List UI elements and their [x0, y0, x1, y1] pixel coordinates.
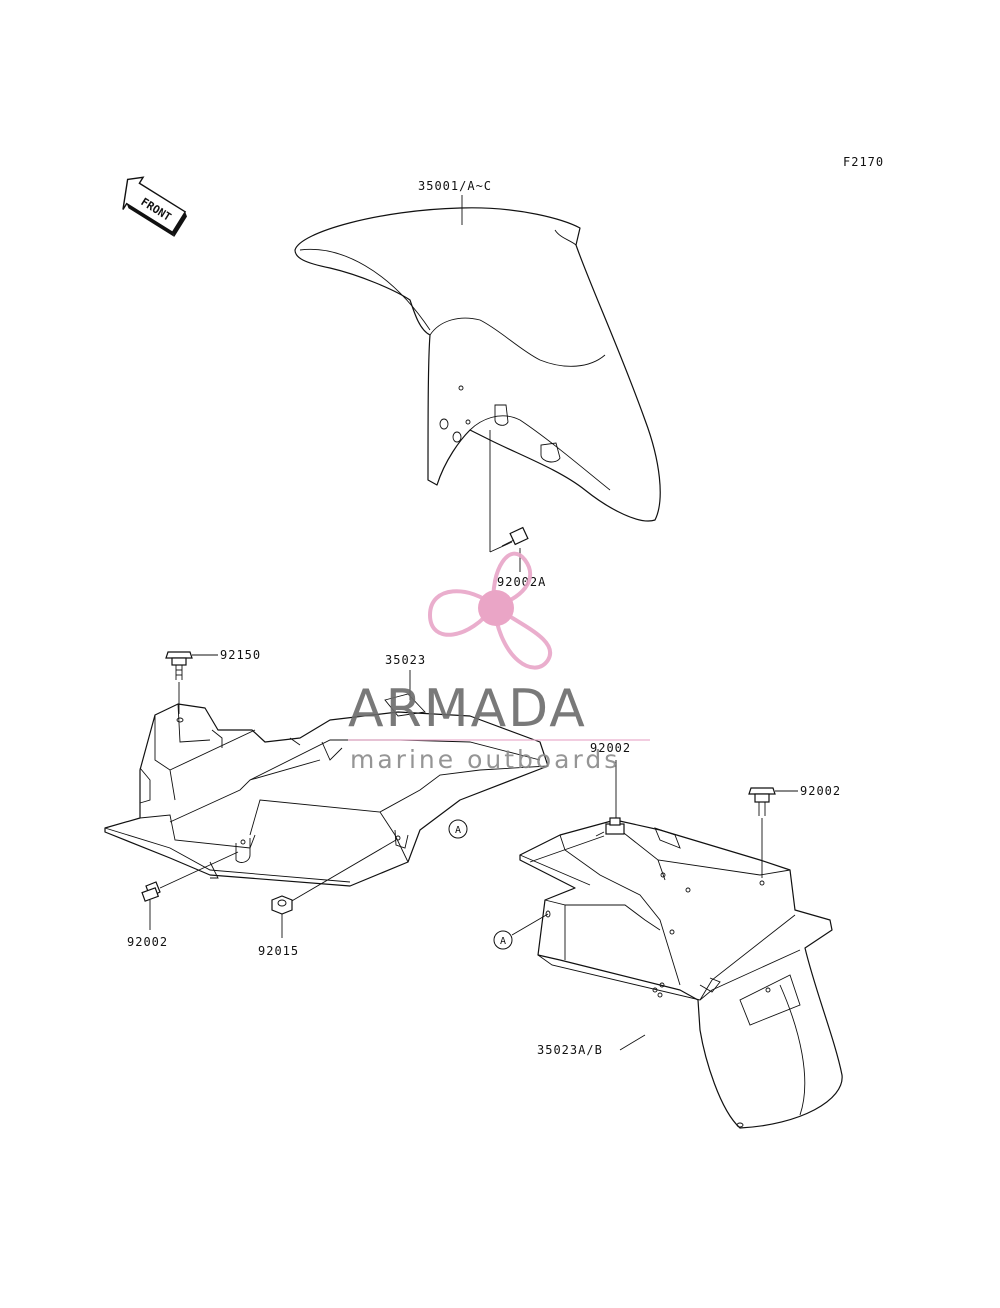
- bolt-92150-icon: [165, 651, 218, 714]
- bolt-92002-right-icon: [748, 787, 798, 878]
- label-92002-left: 92002: [127, 935, 168, 949]
- front-fender: [294, 207, 661, 522]
- propeller-logo-icon: [427, 551, 553, 670]
- rear-fender-rear-piece: [519, 819, 843, 1129]
- callout-a-rear: A: [493, 913, 549, 950]
- watermark-brand: ARMADA: [348, 679, 587, 739]
- label-92002a: 92002A: [497, 575, 546, 589]
- svg-text:A: A: [455, 825, 461, 836]
- label-92002-right: 92002: [800, 784, 841, 798]
- watermark: ARMADA marine outboards: [348, 551, 650, 774]
- leader-rear-fender-rear: [619, 1034, 646, 1051]
- nut-92015-icon: [271, 839, 397, 938]
- label-front-fender: 35001/A~C: [418, 179, 492, 193]
- diagram-code: F2170: [843, 155, 884, 169]
- watermark-tagline: marine outboards: [350, 745, 620, 774]
- label-92150: 92150: [220, 648, 261, 662]
- label-92002-mid: 92002: [590, 741, 631, 755]
- bolt-92002-mid-icon: [529, 760, 625, 863]
- callout-a-front: A: [448, 819, 468, 839]
- bolt-92002-left-icon: [141, 851, 239, 930]
- label-92015: 92015: [258, 944, 299, 958]
- label-rear-fender-front: 35023: [385, 653, 426, 667]
- label-rear-fender-rear: 35023A/B: [537, 1043, 603, 1057]
- svg-text:A: A: [500, 936, 506, 947]
- front-arrow-icon: FRONT: [122, 176, 187, 237]
- bolt-92002a-icon: [489, 430, 529, 572]
